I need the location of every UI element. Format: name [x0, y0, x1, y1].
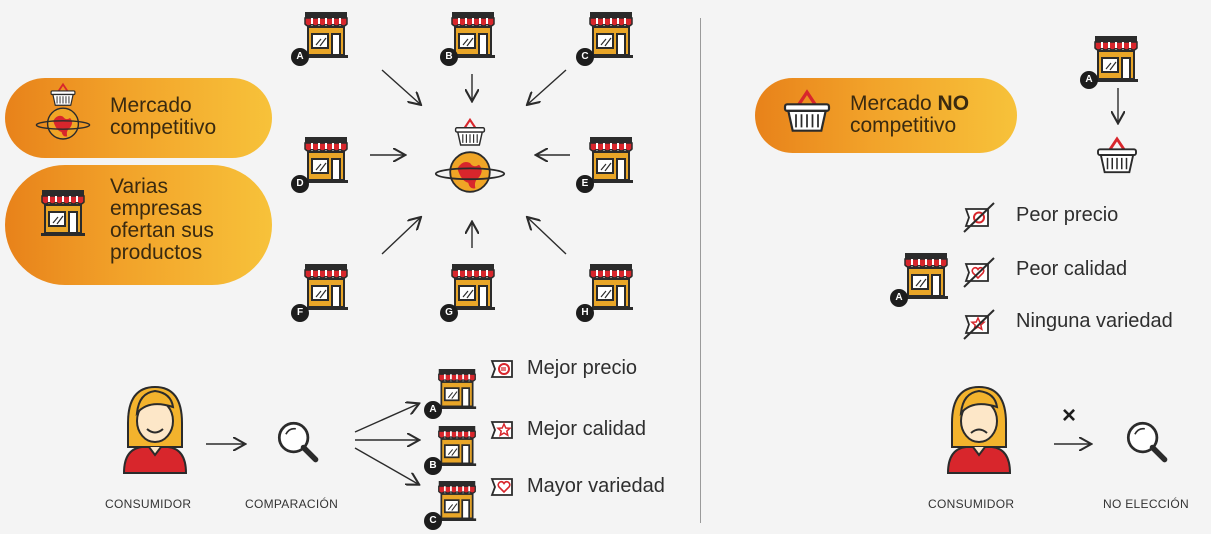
- benefit-variety: Mayor variedad: [527, 475, 665, 497]
- store-icon: [1093, 35, 1139, 83]
- drawback-variety: Ninguna variedad: [1016, 310, 1173, 332]
- store-icon: [437, 480, 477, 522]
- store-label-f: F: [291, 304, 309, 322]
- choice-label-b: B: [424, 457, 442, 475]
- store-label-b: B: [440, 48, 458, 66]
- choice-label-c: C: [424, 512, 442, 530]
- store-label-g: G: [440, 304, 458, 322]
- heart-tag-crossed-icon: [963, 257, 995, 288]
- consumer-label: CONSUMIDOR: [105, 497, 192, 511]
- store-label-d: D: [291, 175, 309, 193]
- section-divider: [700, 18, 701, 523]
- benefit-price: Mejor precio: [527, 357, 638, 379]
- no-choice-label: NO ELECCIÓN: [1103, 497, 1189, 511]
- star-tag-crossed-icon: [963, 309, 995, 340]
- arrow-icon: [354, 447, 418, 484]
- store-icon: [903, 252, 949, 300]
- market-arrows: [206, 69, 570, 534]
- store-label-e: E: [576, 175, 594, 193]
- arrow-icon: [528, 218, 567, 255]
- comparison-label: COMPARACIÓN: [245, 497, 339, 511]
- sad-consumer-icon: [946, 385, 1012, 474]
- drawback-price: Peor precio: [1016, 204, 1119, 226]
- magnifier-icon: [1125, 420, 1169, 464]
- monopoly-store-label-2: A: [890, 289, 908, 307]
- consumer-icon: [122, 385, 188, 474]
- store-label-c: C: [576, 48, 594, 66]
- monopoly-arrow: [1108, 88, 1128, 136]
- no-choice-arrow: [1054, 434, 1102, 454]
- shopping-basket-icon: [783, 90, 831, 133]
- choice-label-a: A: [424, 401, 442, 419]
- arrow-icon: [354, 404, 418, 433]
- store-icon: [437, 425, 477, 467]
- arrow-icon: [381, 69, 420, 104]
- arrow-icon: [381, 218, 420, 255]
- store-label-h: H: [576, 304, 594, 322]
- benefit-quality: Mejor calidad: [527, 418, 646, 440]
- heart-tag-icon: [490, 478, 513, 496]
- arrow-icon: [528, 69, 567, 104]
- euro-tag-icon: [490, 360, 513, 378]
- monopoly-store-label: A: [1080, 71, 1098, 89]
- consumer-label-right: CONSUMIDOR: [928, 497, 1015, 511]
- magnifier-icon: [276, 420, 320, 464]
- shopping-basket-icon: [1096, 137, 1138, 174]
- store-icon: [437, 368, 477, 410]
- cross-mark-icon: ×: [1062, 402, 1077, 429]
- euro-tag-crossed-icon: [963, 202, 995, 233]
- store-label-a: A: [291, 48, 309, 66]
- drawback-quality: Peor calidad: [1016, 258, 1128, 280]
- star-tag-icon: [490, 421, 513, 439]
